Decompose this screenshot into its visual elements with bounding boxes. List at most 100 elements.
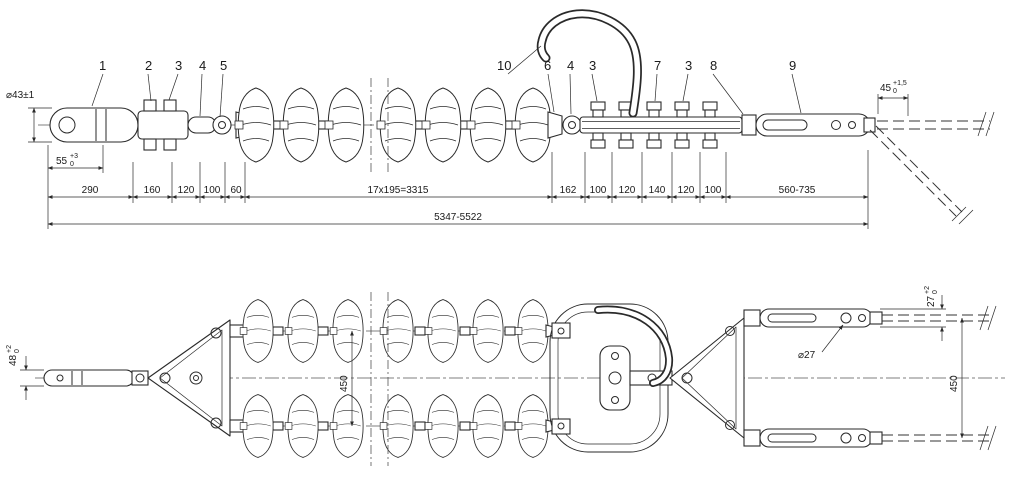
dim-140: 140 — [649, 185, 666, 196]
dim-560-735: 560-735 — [779, 185, 816, 196]
dim-27-sub: 0 — [932, 290, 939, 294]
insulator-disc — [284, 394, 319, 458]
dim-55-sup: +3 — [70, 153, 78, 160]
dim-120a: 120 — [178, 185, 195, 196]
callout-7: 7 — [654, 58, 661, 73]
triangle-yoke-right — [669, 317, 745, 439]
insulator-disc — [466, 87, 507, 163]
dim-55-sub: 0 — [70, 161, 74, 168]
bolt-cluster — [702, 101, 718, 149]
dim-162: 162 — [560, 185, 577, 196]
dim-160: 160 — [144, 185, 161, 196]
callout-2: 2 — [145, 58, 152, 73]
dim-290: 290 — [82, 185, 99, 196]
break-lines-bottom — [370, 292, 389, 466]
dimension-55: 55 +3 0 — [47, 145, 104, 173]
insulator-disc — [469, 394, 504, 458]
dim-27-main: 27 — [926, 295, 937, 307]
dim-100c: 100 — [705, 185, 722, 196]
dimension-chain: 290 160 120 100 60 17x195=3315 162 100 1… — [47, 145, 869, 229]
dimension-27: 27 +2 0 — [880, 286, 946, 341]
dim-dia43-text: ⌀43±1 — [6, 90, 35, 101]
insulator-disc — [424, 299, 459, 363]
insulator-disc — [329, 394, 364, 458]
insulator-disc — [239, 299, 274, 363]
dim-60: 60 — [230, 185, 242, 196]
insulator-disc — [279, 87, 320, 163]
callout-8: 8 — [710, 58, 717, 73]
callout-5: 5 — [220, 58, 227, 73]
bolt-cluster — [646, 101, 662, 149]
callout-3c: 3 — [685, 58, 692, 73]
dim-45-main: 45 — [880, 83, 892, 94]
insulator-disc — [329, 299, 364, 363]
bolt-cluster — [590, 101, 606, 149]
dim-450-right-text: 450 — [949, 375, 960, 392]
insulator-disc — [379, 299, 414, 363]
extension-link — [741, 113, 876, 137]
conductor-lines-top — [869, 111, 995, 225]
anchor-eye-link — [49, 107, 139, 143]
insulator-disc — [511, 87, 552, 163]
dim-120c: 120 — [678, 185, 695, 196]
release-hook-plan — [594, 305, 674, 387]
upper-string — [239, 299, 559, 363]
conductor-lines-bottom — [882, 305, 997, 451]
insulator-string — [234, 87, 552, 163]
dimension-48: 48 +2 0 — [6, 345, 44, 400]
insulator-disc — [239, 394, 274, 458]
insulator-disc — [469, 299, 504, 363]
callouts: 1 2 3 4 5 10 6 4 3 7 3 8 9 — [91, 45, 802, 118]
lower-string — [239, 394, 559, 458]
callout-4b: 4 — [567, 58, 574, 73]
callout-10: 10 — [497, 58, 511, 73]
dim-48-main: 48 — [8, 354, 19, 366]
dimension-total: 5347-5522 — [47, 212, 869, 226]
cap-and-eye — [547, 111, 582, 139]
top-view: 1 2 3 4 5 10 6 4 3 7 3 8 9 ⌀43±1 55 +3 — [6, 9, 995, 229]
insulator-disc — [379, 394, 414, 458]
dim-450-left-text: 450 — [339, 375, 350, 392]
callout-3: 3 — [175, 58, 182, 73]
dim-27-sup: +2 — [924, 286, 931, 294]
insulator-disc — [324, 87, 365, 163]
dim-48-sup: +2 — [6, 345, 13, 353]
dimension-450-right: 450 — [949, 317, 964, 439]
callout-1: 1 — [99, 58, 106, 73]
dim-55-main: 55 — [56, 156, 68, 167]
release-hook — [536, 9, 642, 118]
dim-dia27-text: ⌀27 — [798, 350, 816, 361]
bolt-cluster — [674, 101, 690, 149]
insulator-disc — [376, 87, 417, 163]
left-link — [43, 369, 149, 387]
dim-pitch: 17x195=3315 — [368, 185, 429, 196]
insulator-disc — [514, 299, 549, 363]
dim-120b: 120 — [619, 185, 636, 196]
insulator-disc — [284, 299, 319, 363]
dimension-dia27: ⌀27 — [798, 324, 844, 361]
dimension-450-left: 450 — [339, 330, 354, 427]
yoke-plate — [579, 101, 743, 149]
lower-right-link — [743, 428, 883, 448]
dim-100b: 100 — [590, 185, 607, 196]
dim-total-text: 5347-5522 — [434, 212, 482, 223]
callout-3b: 3 — [589, 58, 596, 73]
dim-45-sup: +1,5 — [893, 80, 907, 87]
dimension-dia43: ⌀43±1 — [6, 90, 52, 143]
dim-45-sub: 0 — [893, 88, 897, 95]
insulator-disc — [421, 87, 462, 163]
dim-48-sub: 0 — [14, 349, 21, 353]
dim-100a: 100 — [204, 185, 221, 196]
dimension-45: 45 +1,5 0 — [877, 80, 909, 116]
callout-4: 4 — [199, 58, 206, 73]
callout-9: 9 — [789, 58, 796, 73]
insulator-disc — [514, 394, 549, 458]
upper-right-link — [743, 308, 883, 328]
bolt-cluster — [618, 101, 634, 149]
insulator-disc — [234, 87, 275, 163]
break-lines-top — [370, 78, 389, 172]
bottom-view: 48 +2 0 450 ⌀27 27 +2 0 — [6, 286, 1005, 466]
insulator-disc — [424, 394, 459, 458]
callout-6: 6 — [544, 58, 551, 73]
